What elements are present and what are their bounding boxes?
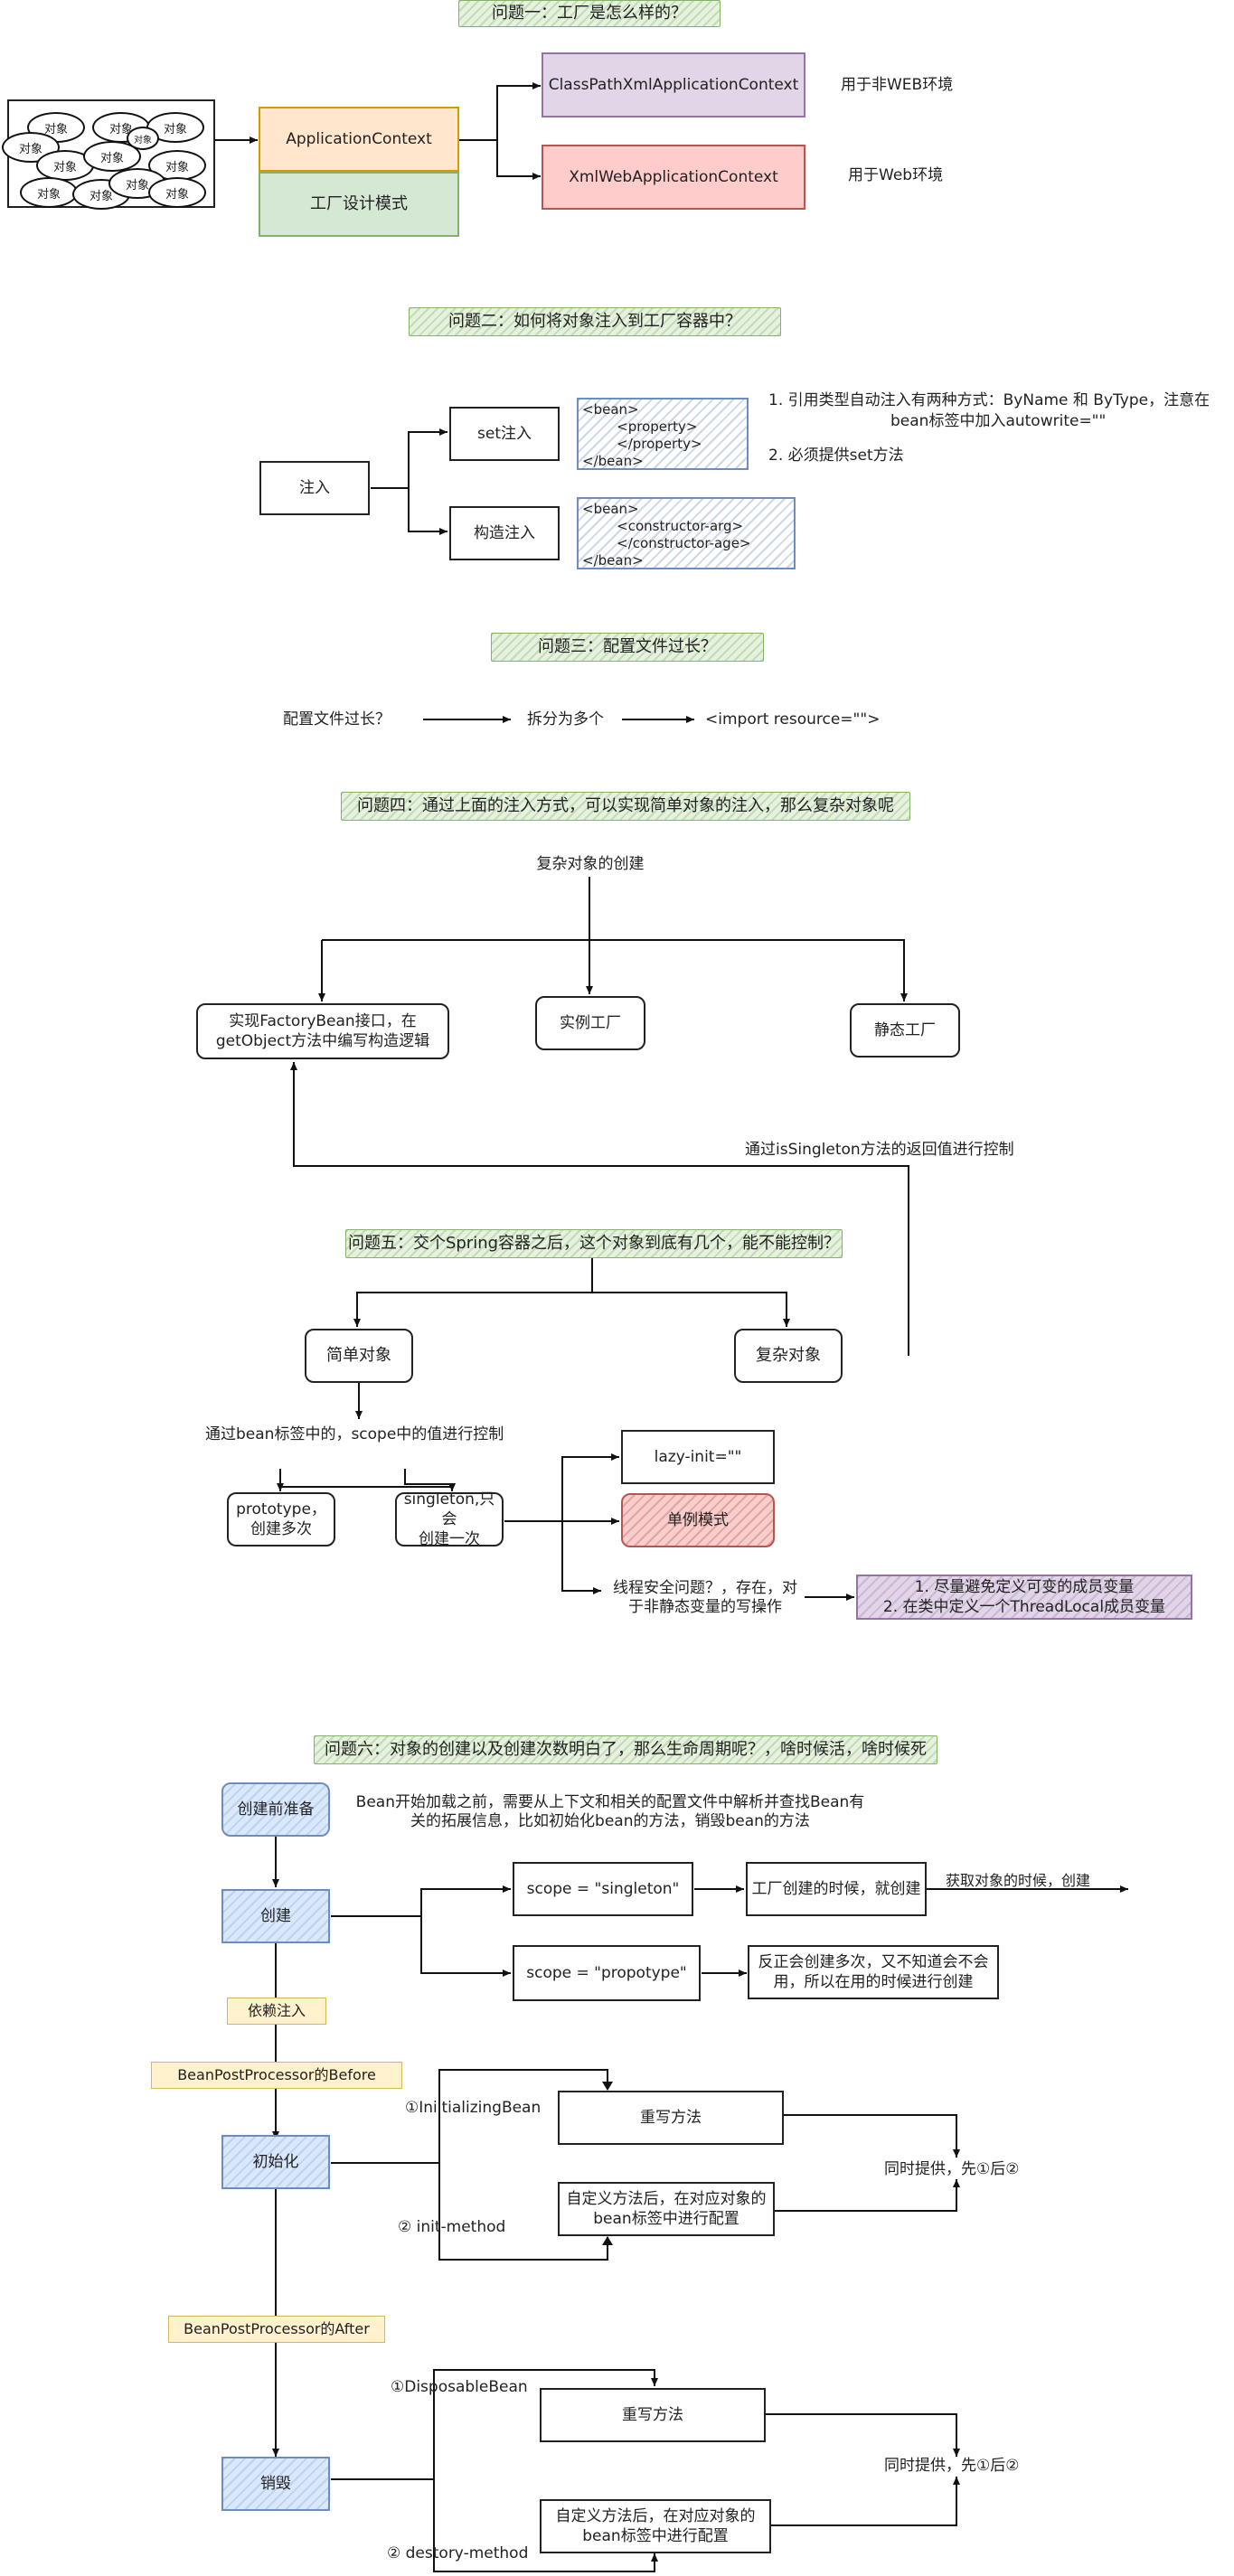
pre-create-line-1: Bean开始加载之前，需要从上下文和相关的配置文件中解析并查找Bean有 [355,1793,865,1811]
singleton-node: singleton,只会 创建一次 [395,1490,504,1548]
scope-singleton-node: scope = "singleton" [513,1862,693,1916]
override-method-2: 重写方法 [540,2388,766,2442]
create-on-fetch-note: 获取对象的时候，创建 [946,1872,1091,1889]
order-note-2: 同时提供，先①后② [884,2457,1020,2475]
fix-line-1: 1. 尽量避免定义可变的成员变量 [914,1578,1135,1596]
destroy-method-label: ② destory-method [387,2544,529,2562]
create-at-factory-node: 工厂创建的时候，就创建 [746,1862,927,1916]
application-context: ApplicationContext [259,107,459,172]
non-web-note: 用于非WEB环境 [841,76,954,94]
prototype-node: prototype， 创建多次 [227,1492,335,1547]
pre-create-line-2: 关的拓展信息，比如初始化bean的方法，销毁bean的方法 [410,1812,810,1830]
override-method-1: 重写方法 [558,2091,784,2145]
thread-safety-line-1: 线程安全问题？，存在，对 [613,1579,797,1597]
disposable-bean-label: ①DisposableBean [391,2378,528,2396]
singleton-line-2: 创建一次 [419,1530,480,1548]
bpp-after: BeanPostProcessor的After [168,2316,385,2343]
web-xml-context: XmlWebApplicationContext [542,145,805,210]
factory-bean-line-1: 实现FactoryBean接口，在 [229,1012,417,1030]
create-node: 创建 [221,1889,330,1943]
fix-line-2: 2. 在类中定义一个ThreadLocal成员变量 [882,1598,1166,1616]
thread-safety-fix: 1. 尽量避免定义可变的成员变量 2. 在类中定义一个ThreadLocal成员… [856,1575,1192,1620]
set-inject-code: <bean> <property> </property> </bean> [582,401,702,469]
object-node: 对象 [148,177,206,208]
dependency-injection: 依赖注入 [227,1998,326,2025]
init-node: 初始化 [221,2135,330,2189]
set-method-note: 2. 必须提供set方法 [768,447,904,465]
config-too-long: 配置文件过长？ [283,710,391,729]
complex-object-root: 复杂对象的创建 [536,855,645,873]
scope-prototype-node: scope = "propotype" [513,1945,701,2001]
classpath-xml-context: ClassPathXmlApplicationContext [542,52,805,118]
object-node: 对象 [20,177,78,208]
init-method-label: ② init-method [398,2218,506,2236]
ctor-inject-xml: <bean> <constructor-arg> </constructor-a… [577,497,796,569]
pre-create-note: Bean开始加载之前，需要从上下文和相关的配置文件中解析并查找Bean有 关的拓… [339,1793,881,1831]
bpp-before: BeanPostProcessor的Before [151,2062,402,2089]
initializing-bean-label: ①IniitializingBean [405,2099,542,2117]
singleton-line-1: singleton,只会 [403,1490,495,1528]
pre-create-node: 创建前准备 [221,1782,330,1837]
complex-object-node: 复杂对象 [734,1329,843,1383]
thread-safety-line-2: 于非静态变量的写操作 [628,1598,782,1616]
scope-note: 通过bean标签中的，scope中的值进行控制 [205,1425,504,1443]
custom-method-2-line-2: bean标签中进行配置 [582,2527,729,2545]
connector-lines [215,82,1128,2572]
singleton-pattern-node: 单例模式 [621,1493,775,1547]
import-resource: <import resource=""> [705,710,881,729]
q4-title: 问题四：通过上面的注入方式，可以实现简单对象的注入，那么复杂对象呢 [341,792,910,821]
factory-bean-node: 实现FactoryBean接口，在 getObject方法中编写构造逻辑 [196,1003,449,1059]
autowire-note: 1. 引用类型自动注入有两种方式：ByName 和 ByType，注意在 [768,391,1210,409]
set-inject-xml: <bean> <property> </property> </bean> [577,398,749,470]
split-config: 拆分为多个 [527,710,604,729]
object-node: 对象 [127,127,159,150]
is-singleton-note: 通过isSingleton方法的返回值进行控制 [745,1141,1014,1159]
lazy-init-node: lazy-init="" [621,1430,775,1484]
q5-title: 问题五：交个Spring容器之后，这个对象到底有几个，能不能控制？ [345,1229,843,1258]
autowire-note-2: bean标签中加入autowrite="" [890,412,1107,430]
q3-title: 问题三：配置文件过长？ [491,633,764,662]
thread-safety-note: 线程安全问题？，存在，对 于非静态变量的写操作 [597,1579,814,1617]
order-note-1: 同时提供，先①后② [884,2160,1020,2178]
custom-method-2-line-1: 自定义方法后，在对应对象的 [555,2507,756,2525]
object-node: 对象 [27,112,85,143]
custom-method-2: 自定义方法后，在对应对象的 bean标签中进行配置 [540,2499,771,2553]
factory-bean-line-2: getObject方法中编写构造逻辑 [215,1032,430,1050]
q1-title: 问题一：工厂是怎么样的？ [458,0,721,27]
set-inject-node: set注入 [449,407,560,461]
ctor-inject-code: <bean> <constructor-arg> </constructor-a… [582,501,751,569]
q2-title: 问题二：如何将对象注入到工厂容器中？ [409,307,781,336]
custom-method-1-line-1: 自定义方法后，在对应对象的 [566,2190,767,2208]
create-on-use-line-2: 用，所以在用的时候进行创建 [773,1973,974,1991]
web-note: 用于Web环境 [848,166,944,184]
static-factory-node: 静态工厂 [850,1003,960,1058]
instance-factory-node: 实例工厂 [535,996,645,1050]
q6-title: 问题六：对象的创建以及创建次数明白了，那么生命周期呢？，啥时候活，啥时候死 [314,1735,937,1764]
prototype-line-2: 创建多次 [250,1520,312,1538]
factory-pattern: 工厂设计模式 [259,172,459,237]
destroy-node: 销毁 [221,2457,330,2511]
inject-node: 注入 [259,461,370,515]
custom-method-1-line-2: bean标签中进行配置 [593,2210,739,2228]
simple-object-node: 简单对象 [305,1329,413,1383]
create-on-use-node: 反正会创建多次，又不知道会不会 用，所以在用的时候进行创建 [748,1945,999,1999]
create-on-use-line-1: 反正会创建多次，又不知道会不会 [758,1953,989,1971]
prototype-line-1: prototype， [236,1500,326,1518]
custom-method-1: 自定义方法后，在对应对象的 bean标签中进行配置 [558,2182,775,2236]
ctor-inject-node: 构造注入 [449,506,560,560]
